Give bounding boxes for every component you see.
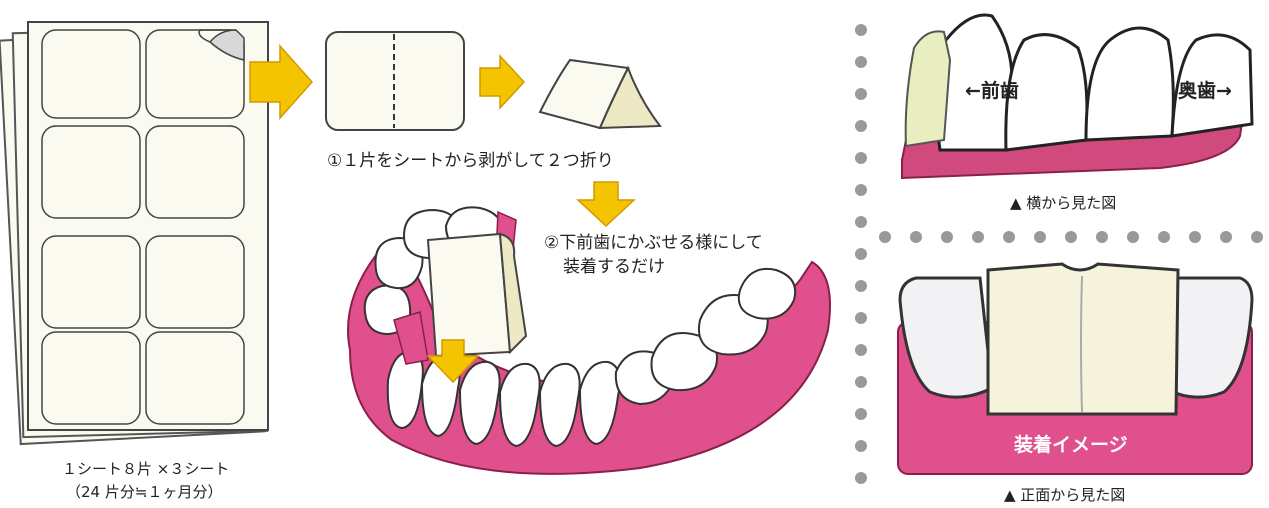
step1-text: ①１片をシートから剥がして２つ折り: [327, 151, 614, 171]
arrow-right-2: [479, 54, 526, 110]
arrow-down-2: [426, 339, 480, 384]
side-view-caption: ▲ 横から見た図: [1010, 194, 1117, 212]
strip-on-teeth: [426, 232, 528, 358]
wear-image-label: 装着イメージ: [1014, 434, 1128, 456]
back-teeth-label: 奥歯→: [1178, 80, 1232, 102]
front-teeth-label: ←前歯: [965, 80, 1019, 102]
front-view-caption: ▲ 正面から見た図: [1004, 486, 1126, 504]
arrow-down-1: [576, 181, 636, 228]
sheet-caption-line1: １シート８片 ×３シート: [62, 460, 230, 478]
single-piece: [325, 31, 465, 131]
folded-piece: [538, 58, 662, 130]
sheet-stack: [0, 21, 269, 446]
step2-text-line1: ②下前歯にかぶせる様にして: [544, 233, 763, 253]
step2-text-line2: 装着するだけ: [563, 257, 665, 277]
process-illustration: [249, 31, 831, 475]
lower-jaw: [347, 206, 831, 475]
arrow-right-1: [249, 44, 314, 120]
sheet-caption-line2: （24 片分≒１ヶ月分）: [66, 483, 223, 501]
